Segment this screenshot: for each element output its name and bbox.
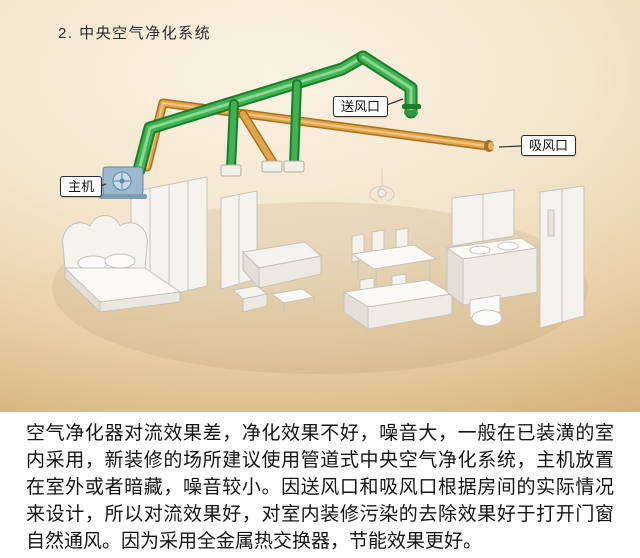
intake-duct-endcap xyxy=(484,140,494,152)
label-intake-outlet: 吸风口 xyxy=(521,135,577,156)
living-room-furniture xyxy=(231,241,323,313)
bedroom-furniture xyxy=(62,176,258,314)
main-unit-fan xyxy=(99,166,147,199)
bathroom-furniture xyxy=(445,185,585,329)
dining-room-furniture xyxy=(342,168,454,330)
description-text: 空气净化器对流效果差，净化效果不好，噪音大，一般在已装潢的室内采用，新装修的场所… xyxy=(0,412,640,558)
label-main-unit: 主机 xyxy=(60,176,103,197)
supply-duct-flange xyxy=(402,104,421,116)
supply-duct xyxy=(132,50,418,177)
section-title: 2. 中央空气净化系统 xyxy=(58,25,212,42)
label-supply-outlet: 送风口 xyxy=(333,96,389,117)
illustration-panel: 2. 中央空气净化系统 xyxy=(0,0,640,412)
intake-duct xyxy=(142,98,492,172)
air-vents xyxy=(220,160,305,177)
system-diagram xyxy=(52,50,588,374)
